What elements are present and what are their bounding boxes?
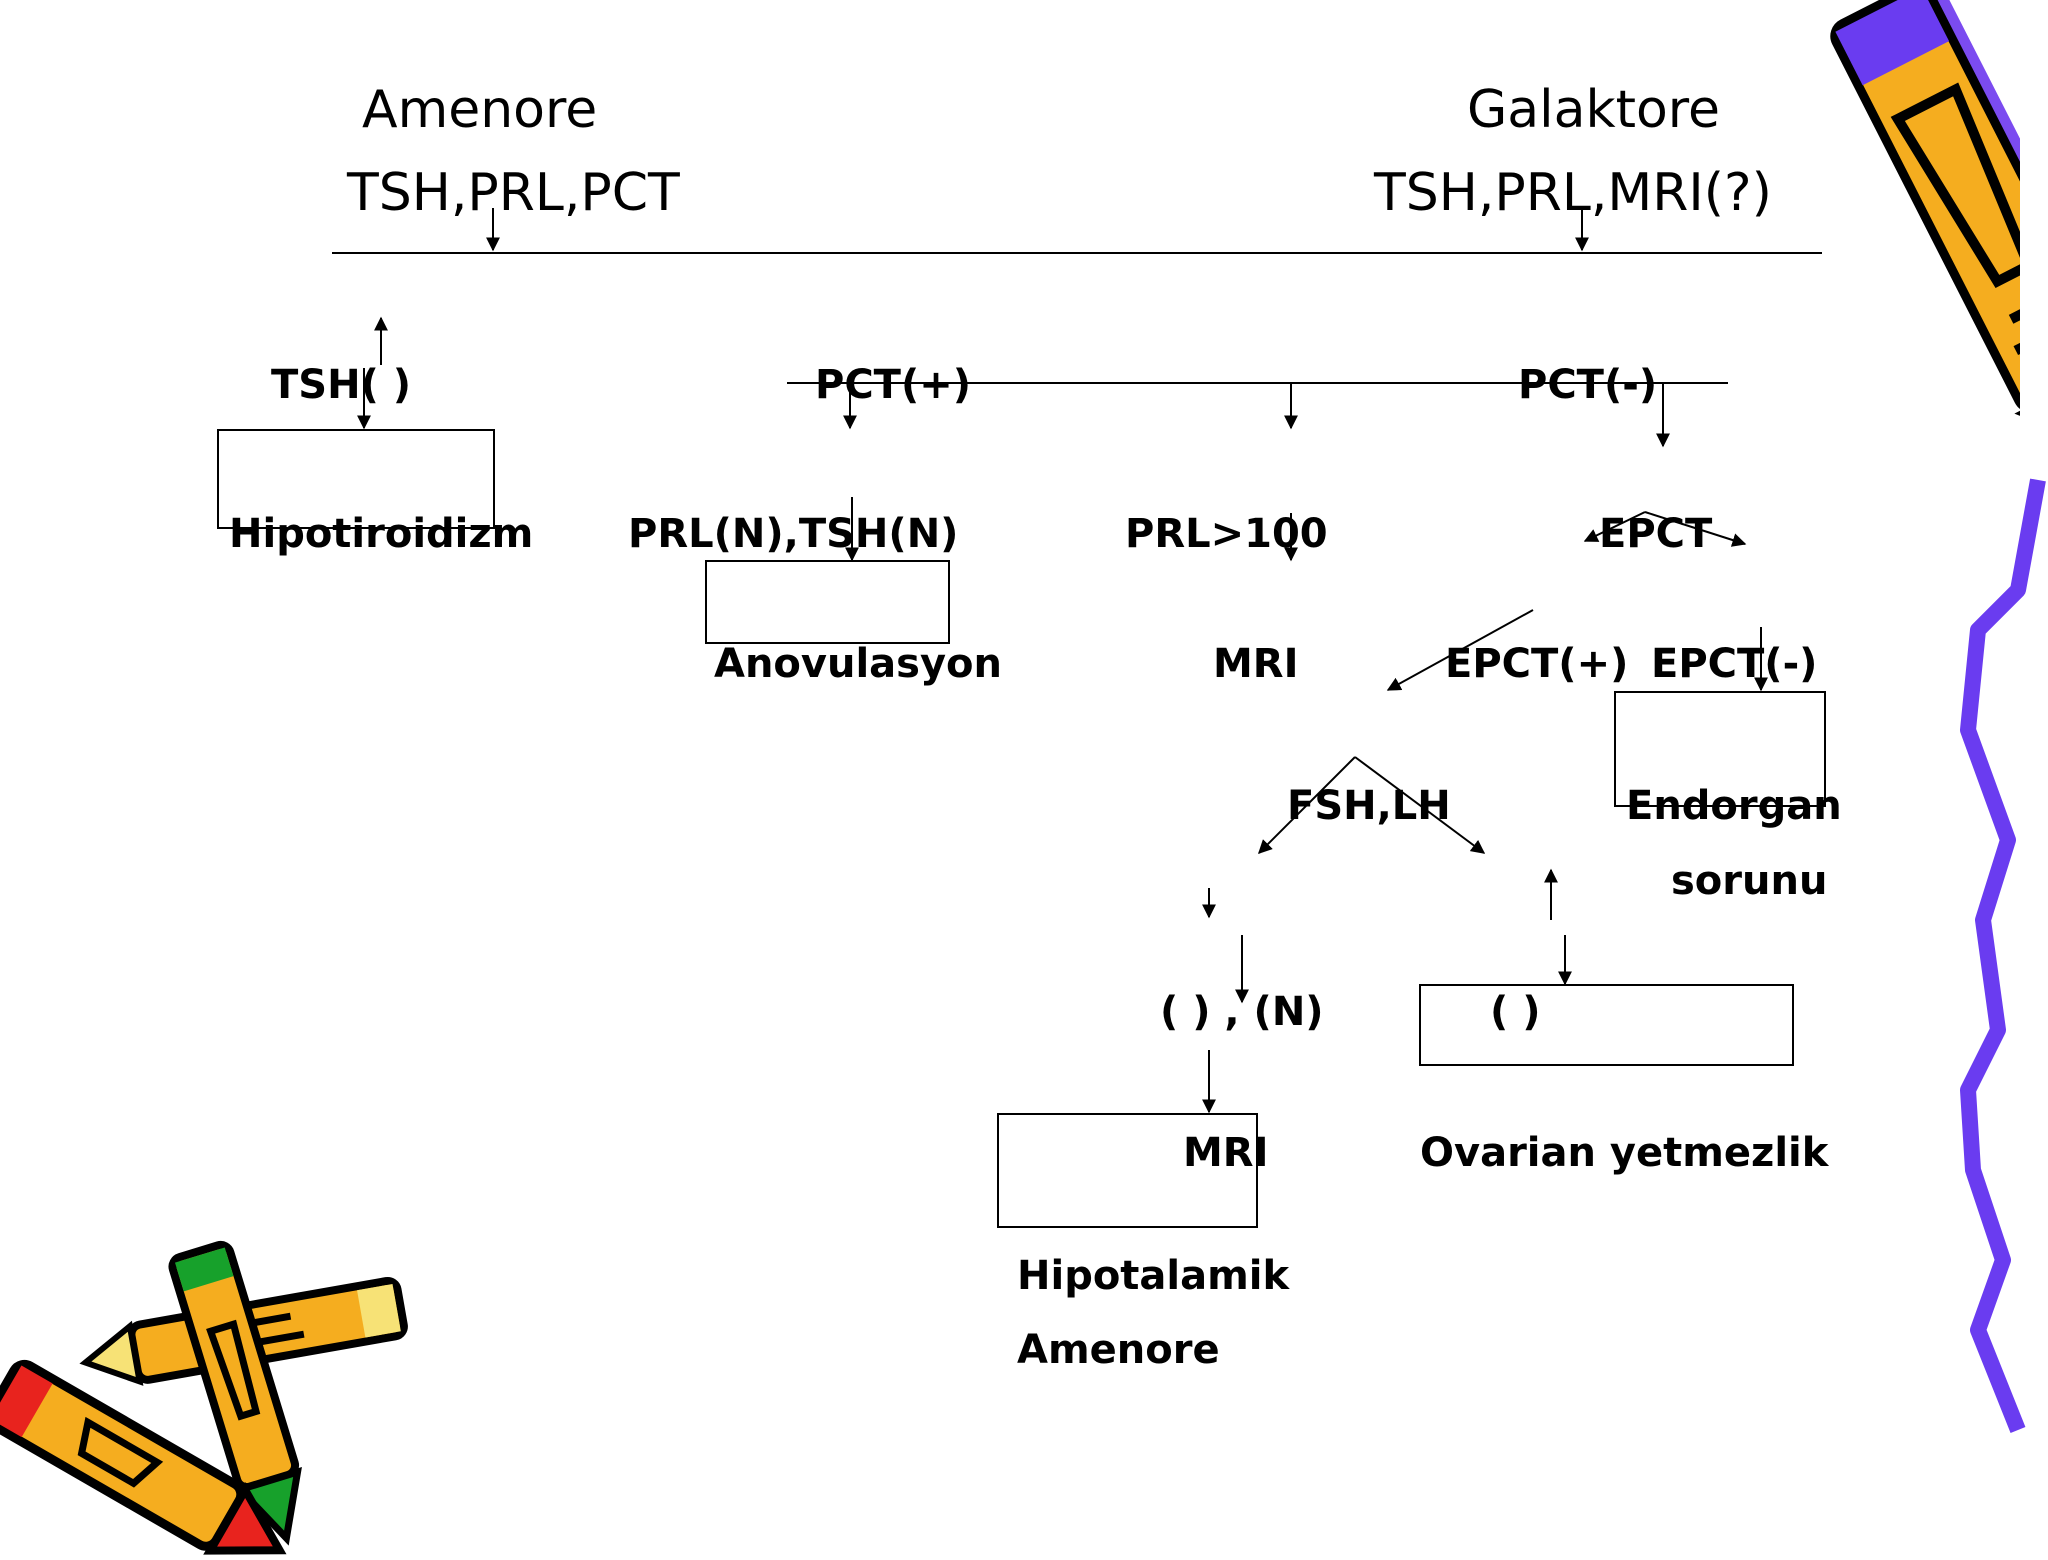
amenore-label-2: Amenore [1017,1327,1220,1373]
anovulasyon-box [705,560,950,644]
crossed-pencils-icon [0,1240,408,1555]
epct-right-arrow [1644,511,1747,547]
sorunu-label: sorunu [1671,858,1828,904]
low-normal-label: ( ) , (N) [1160,989,1324,1035]
prl-tsh-normal-label: PRL(N),TSH(N) [628,511,959,557]
endorgan-label: Endorgan [1626,783,1842,829]
ovarian-label: Ovarian yetmezlik [1420,1130,1829,1176]
mri-label-1: MRI [1213,641,1299,687]
epct-left-arrow [1583,511,1646,542]
pct-neg-label: PCT(-) [1518,362,1658,408]
hipotiroidizm-box [217,429,495,529]
squiggle-icon [1960,478,2046,1433]
mri-label-2: MRI [1183,1130,1269,1176]
epct-pos-label: EPCT(+) [1445,641,1629,687]
pct-pos-label: PCT(+) [815,362,972,408]
epct-label: EPCT [1599,511,1713,557]
anovulasyon-label: Anovulasyon [714,641,1003,687]
tsh-label: TSH( ) [271,362,412,408]
right-tests: TSH,PRL,MRI(?) [1374,163,1772,223]
endorgan-box [1614,691,1826,807]
high-label: ( ) [1490,989,1541,1035]
hipotalamik-box [997,1113,1258,1228]
left-title: Amenore [362,80,598,140]
fsh-right-arrow [1354,756,1486,854]
high-box [1419,984,1794,1066]
left-tests: TSH,PRL,PCT [347,163,680,223]
fsh-lh-label: FSH,LH [1287,783,1451,829]
pencil-icon [1830,0,2020,450]
hipotiroidizm-label: Hipotiroidizm [229,511,534,557]
hipotalamik-label: Hipotalamik [1017,1253,1290,1299]
prl100-label: PRL>100 [1125,511,1328,557]
right-title: Galaktore [1467,80,1721,140]
epct-pos-diagonal [1386,609,1534,691]
epct-neg-label: EPCT(-) [1651,641,1818,687]
fsh-left-arrow [1258,756,1356,854]
